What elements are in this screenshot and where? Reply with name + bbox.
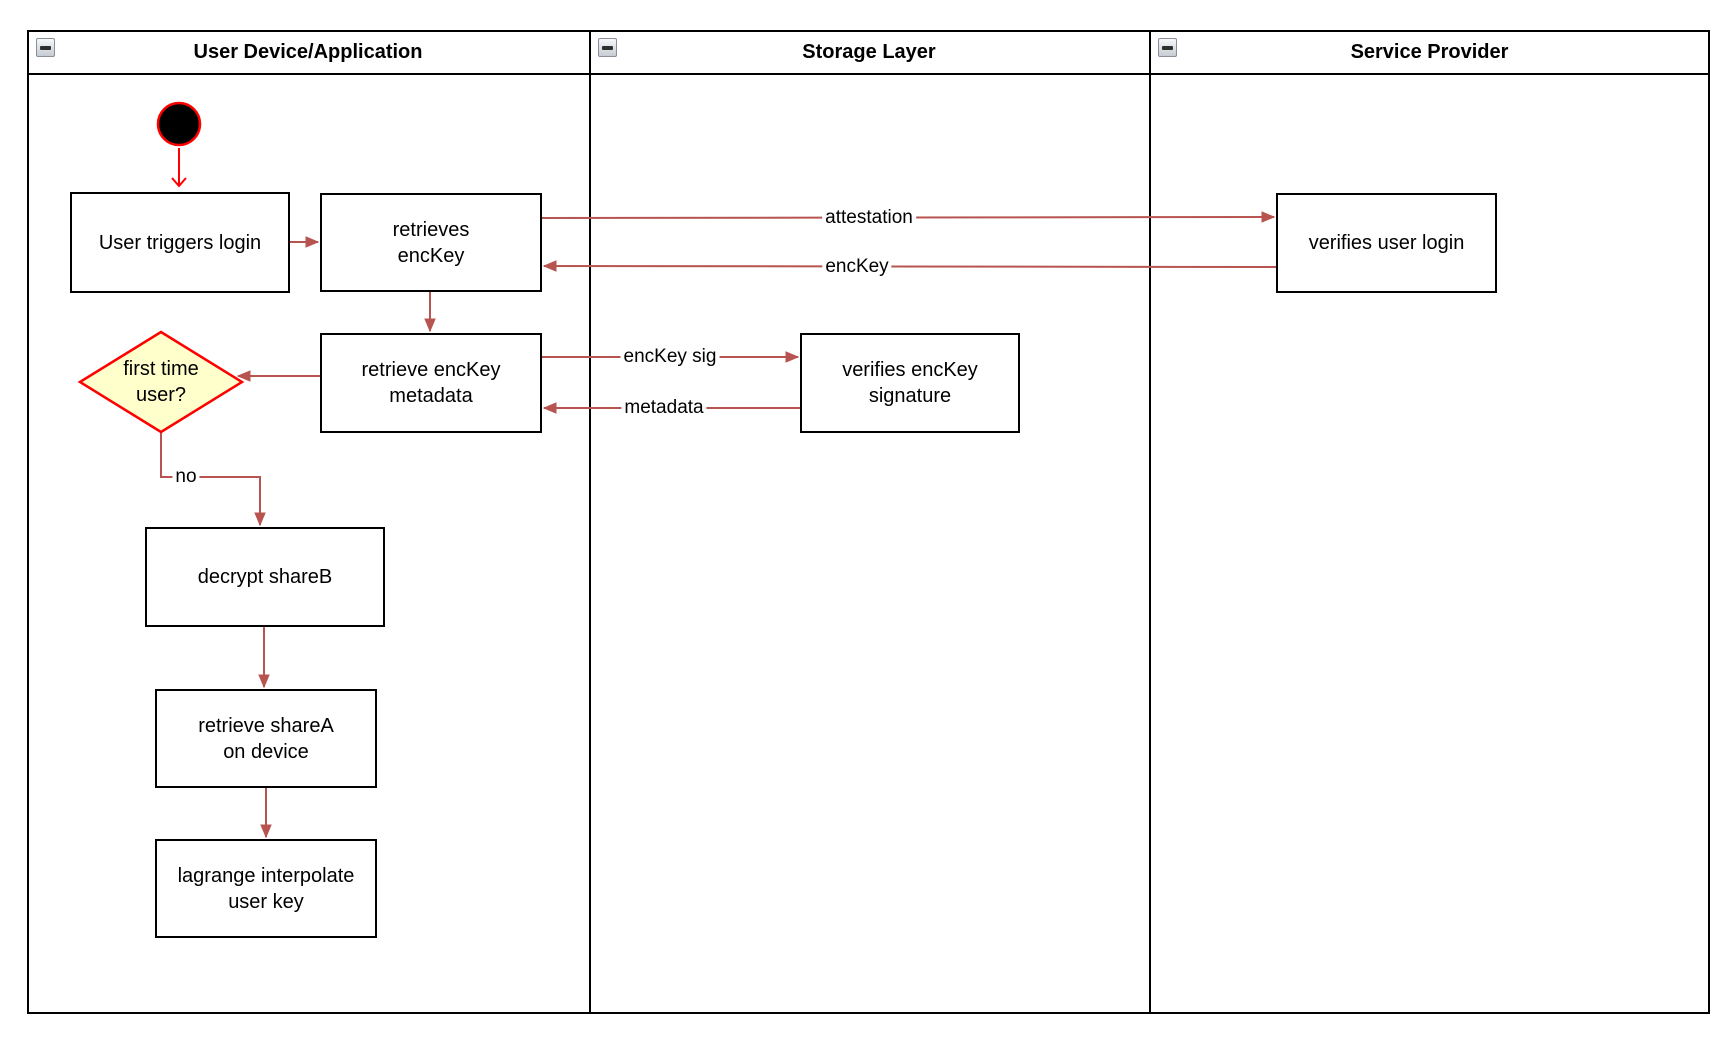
node-label: retrieve shareA on device [198,714,334,763]
node-retrieve-enckey-metadata[interactable]: retrieve encKey metadata [320,333,542,433]
collapse-button-lane-1[interactable] [36,38,55,57]
initial-state-node[interactable] [156,101,202,147]
edge-label-enckey: encKey [822,256,892,278]
header-divider [27,73,1710,75]
minus-icon [602,45,613,50]
node-user-triggers-login[interactable]: User triggers login [70,192,290,293]
minus-icon [40,45,51,50]
node-label: decrypt shareB [197,566,333,588]
collapse-button-lane-3[interactable] [1158,38,1177,57]
edge-label-attestation: attestation [822,207,916,229]
node-retrieves-enckey[interactable]: retrieves encKey [320,193,542,292]
edge-label-metadata: metadata [621,397,707,419]
decision-diamond[interactable] [77,330,245,434]
collapse-button-lane-2[interactable] [598,38,617,57]
node-label: retrieves encKey [392,218,470,267]
node-verifies-user-login[interactable]: verifies user login [1276,193,1497,293]
node-label: retrieve encKey metadata [361,359,501,407]
minus-icon [1162,45,1173,50]
node-label: verifies encKey signature [842,359,978,407]
node-label: first time user? [123,358,199,406]
lane-title: User Device/Application [193,41,423,63]
lane-user-device-application: User Device/Application [27,32,589,73]
edge-label-enckey-sig: encKey sig [620,346,720,368]
lane-divider-1 [589,30,591,1014]
lane-title: Storage Layer [802,41,936,63]
node-lagrange-interpolate-user-key[interactable]: lagrange interpolate user key [155,839,377,938]
edge-label-no: no [172,466,200,488]
swimlane-frame [27,30,1710,1014]
lane-title: Service Provider [1350,41,1509,63]
decision-first-time-user-label: first time user? [80,332,242,432]
lane-service-provider: Service Provider [1149,32,1710,73]
node-label: verifies user login [1308,232,1465,254]
connector-decision-no-to-decrypt-shareb [160,433,266,527]
connector-enckey-return [542,260,1277,272]
node-decrypt-shareb[interactable]: decrypt shareB [145,527,385,627]
lane-storage-layer: Storage Layer [589,32,1149,73]
node-retrieve-sharea-on-device[interactable]: retrieve shareA on device [155,689,377,788]
lane-divider-2 [1149,30,1151,1014]
node-verifies-enckey-signature[interactable]: verifies encKey signature [800,333,1020,433]
node-label: lagrange interpolate user key [177,864,355,913]
node-label: User triggers login [98,231,262,254]
